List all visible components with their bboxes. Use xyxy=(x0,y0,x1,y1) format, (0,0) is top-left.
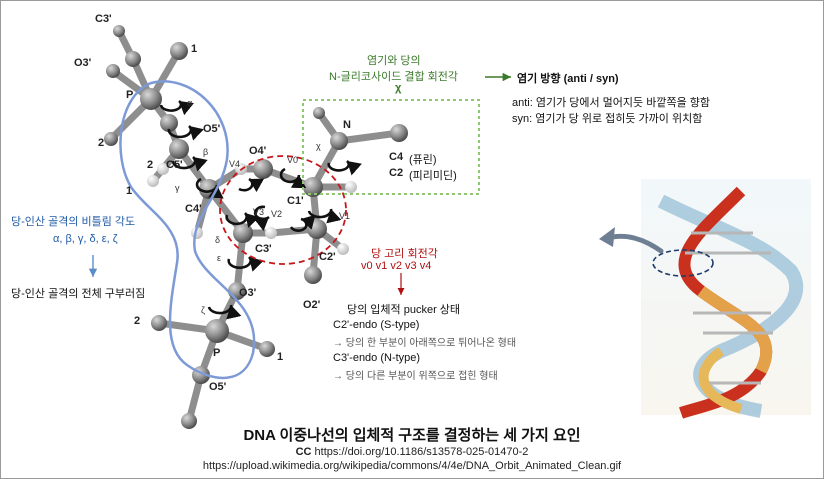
glyco-line1: 염기와 당의 xyxy=(367,55,421,67)
backbone-angles: α, β, γ, δ, ε, ζ xyxy=(53,233,118,245)
label-pyrimidine: (피리미딘) xyxy=(409,170,457,182)
atom-c1p: C1' xyxy=(287,195,304,207)
c2-endo-desc: → 당의 한 부분이 아래쪽으로 튀어나온 형태 xyxy=(333,338,517,349)
c3-endo-desc: → 당의 다른 부분이 위쪽으로 접힌 형태 xyxy=(333,371,498,382)
atom-p-top: P xyxy=(126,89,134,101)
atom-o4p: O4' xyxy=(249,145,267,157)
anti-description: anti: 염기가 당에서 멀어지듯 바깥쪽을 향함 xyxy=(512,97,710,109)
atom-n: N xyxy=(343,119,351,131)
atom-o5p-bot: O5' xyxy=(209,381,227,393)
atom-c2p: C2' xyxy=(319,251,336,263)
angle-gamma: γ xyxy=(175,183,180,193)
angle-v3: V3 xyxy=(253,207,265,217)
base-direction: 염기 방향 (anti / syn) xyxy=(517,73,619,85)
angle-zeta: ζ xyxy=(201,305,205,315)
label-purine: (퓨린) xyxy=(409,154,437,166)
glyco-box xyxy=(302,99,480,195)
angle-v1: V1 xyxy=(339,211,351,221)
ring-outline xyxy=(219,155,347,265)
rotation-arrows xyxy=(159,99,362,320)
citation-doi: https://doi.org/10.1186/s13578-025-01470… xyxy=(314,446,529,458)
glyco-line2: N-글리코사이드 결합 회전각 xyxy=(329,71,459,83)
pucker-title: 당의 입체적 pucker 상태 xyxy=(347,304,461,316)
atom-1-bot: 1 xyxy=(277,351,284,363)
atom-2-bot: 2 xyxy=(134,315,141,327)
angle-chi: χ xyxy=(316,141,321,151)
glyco-symbol: χ xyxy=(395,82,402,94)
backbone-outline xyxy=(119,80,256,380)
dna-helix-image xyxy=(599,179,811,419)
c3-endo-label: C3'-endo (N-type) xyxy=(333,352,421,364)
angle-epsilon: ε xyxy=(217,253,222,263)
atom-o3p-top: O3' xyxy=(74,57,92,69)
backbone-title: 당-인산 골격의 비틀림 각도 xyxy=(11,216,136,228)
citation-url: https://upload.wikimedia.org/wikipedia/c… xyxy=(202,460,622,472)
atom-c2: C2 xyxy=(389,167,404,179)
atom-o5p-top: O5' xyxy=(203,123,221,135)
angle-alpha: α xyxy=(187,98,193,108)
atom-c4p: C4' xyxy=(185,203,202,215)
atom-o2p: O2' xyxy=(303,299,321,311)
atom-p-bot: P xyxy=(213,347,221,359)
ring-title: 당 고리 회전각 xyxy=(371,248,438,260)
atom-c4: C4 xyxy=(389,151,404,163)
backbone-effect: 당-인산 골격의 전체 구부러짐 xyxy=(11,288,146,300)
figure-title: DNA 이중나선의 입체적 구조를 결정하는 세 가지 요인 xyxy=(243,427,581,444)
atom-2-c5: 2 xyxy=(147,159,154,171)
atom-o3p-bot: O3' xyxy=(239,287,257,299)
atom-c5p: C5' xyxy=(166,159,183,171)
syn-description: syn: 염기가 당 위로 접히듯 가까이 위치함 xyxy=(512,113,703,125)
c2-endo-label: C2'-endo (S-type) xyxy=(333,319,420,331)
atom-2-mid: 2 xyxy=(98,137,105,149)
cc-mark: CC xyxy=(295,446,312,458)
angle-delta: δ xyxy=(215,235,221,245)
atom-c3p-top: C3' xyxy=(95,13,112,25)
angle-v0: V0 xyxy=(287,155,299,165)
angle-v4: V4 xyxy=(229,159,241,169)
atom-1-top: 1 xyxy=(191,43,198,55)
atom-1-left: 1 xyxy=(126,185,133,197)
ring-angles: v0 v1 v2 v3 v4 xyxy=(361,260,432,272)
atom-c3p: C3' xyxy=(255,243,272,255)
citation-doi-line: CC https://doi.org/10.1186/s13578-025-01… xyxy=(1,446,823,458)
angle-v2: V2 xyxy=(271,209,283,219)
angle-beta: β xyxy=(203,147,209,157)
